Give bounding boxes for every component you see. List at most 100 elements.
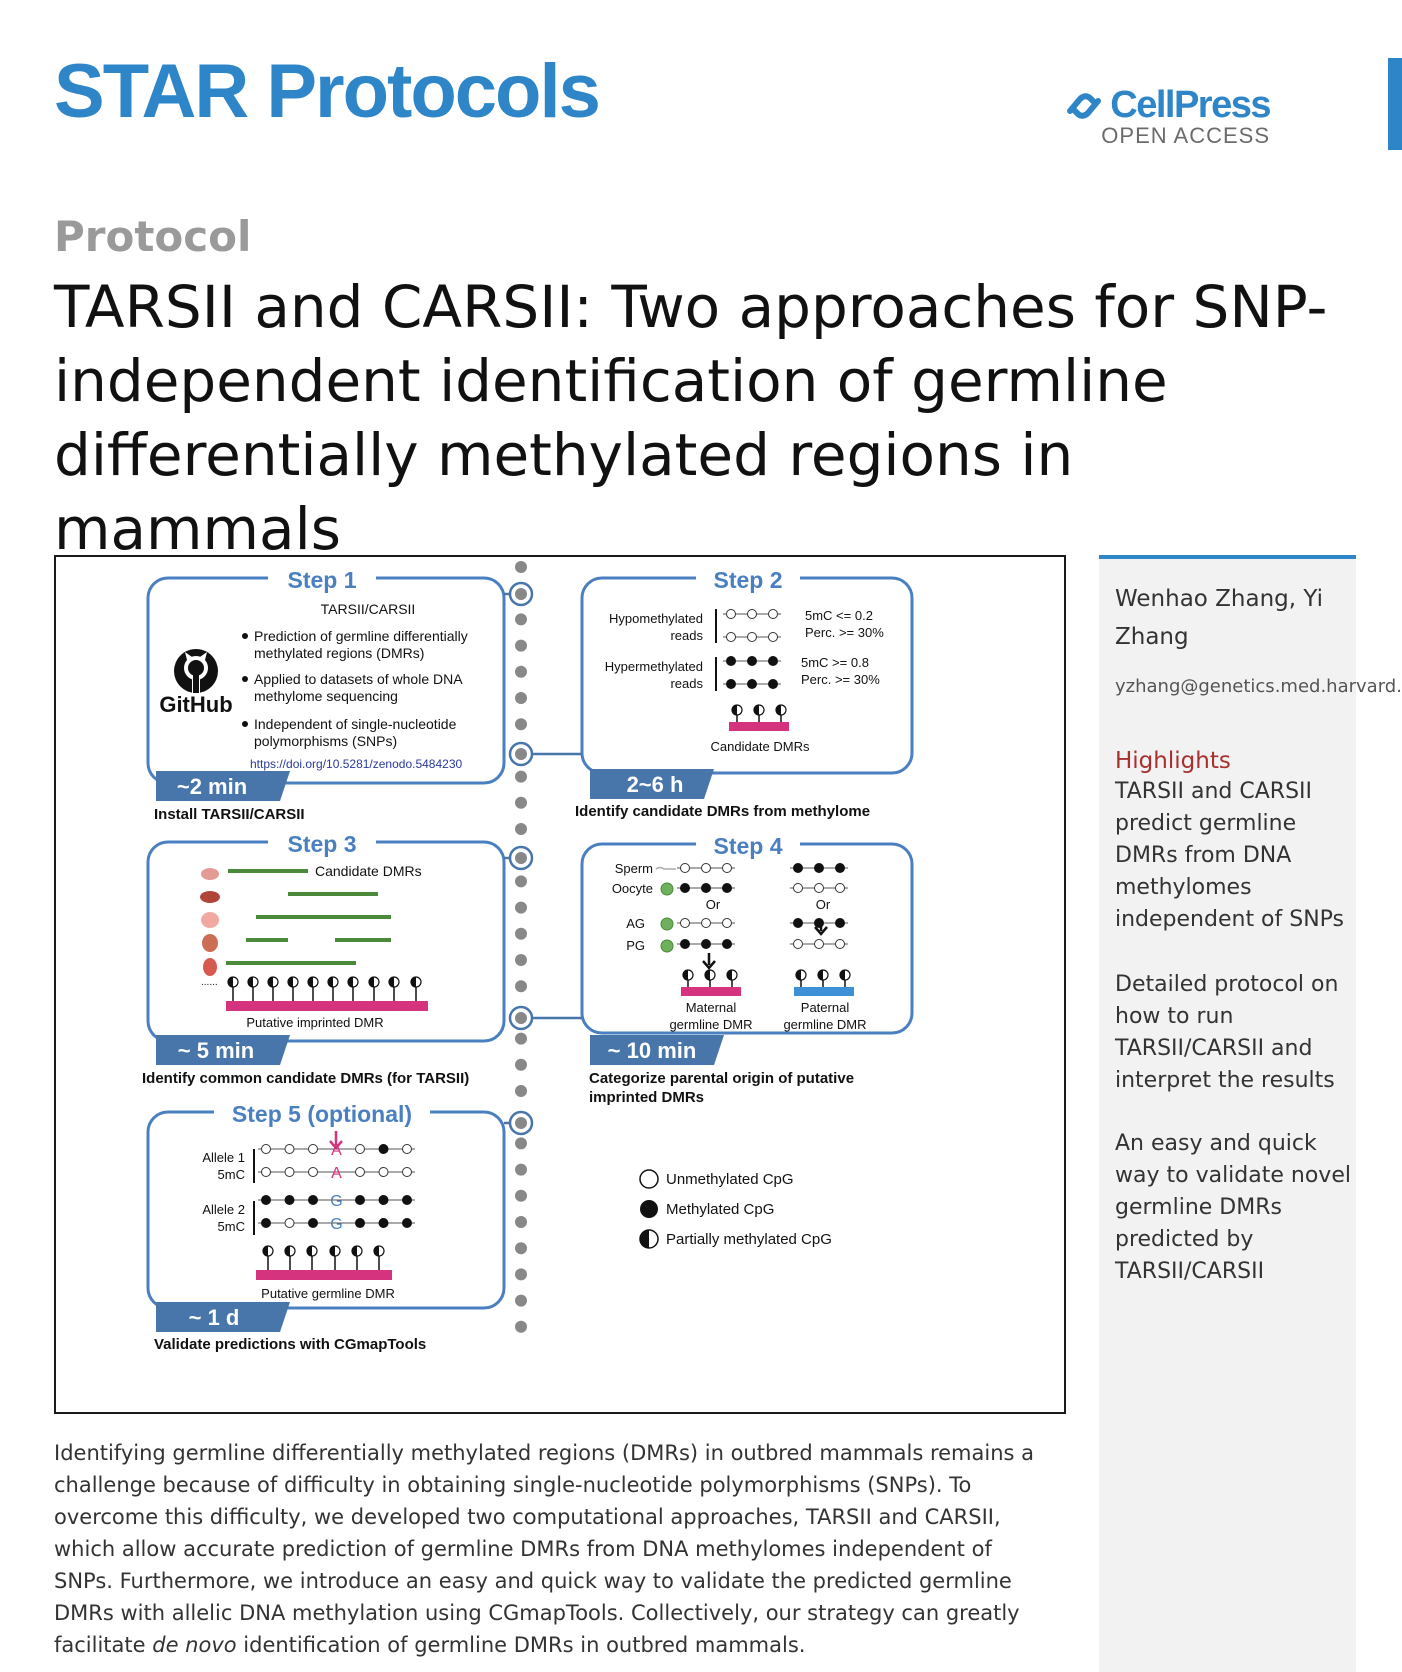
cpg-methylated	[814, 918, 824, 928]
timeline-dot	[515, 1032, 527, 1045]
step2-hypo-label1: Hypomethylated	[609, 611, 703, 626]
step4-time: ~ 10 min	[608, 1038, 697, 1063]
cpg-partial-half	[330, 1246, 335, 1256]
step4-or-left: Or	[706, 897, 721, 912]
timeline-dot	[515, 954, 527, 966]
step2-hypo-rule2: Perc. >= 30%	[805, 625, 884, 640]
cpg-partial-half	[228, 977, 233, 987]
cpg-unmethylated	[747, 609, 757, 619]
cpg-methylated	[701, 883, 711, 893]
timeline-dot	[515, 561, 527, 573]
cpg-unmethylated	[402, 1144, 412, 1154]
step1-bullet1-line1: Prediction of germline differentially	[254, 628, 468, 644]
highlight-3: An easy and quick way to validate novel …	[1115, 1131, 1351, 1284]
step3-dmr-label: Putative imprinted DMR	[246, 1015, 383, 1030]
step4-time-badge	[590, 1035, 724, 1065]
cpg-partial-half	[369, 977, 374, 987]
step3-time: ~ 5 min	[178, 1038, 254, 1063]
allele1-label2: 5mC	[218, 1167, 245, 1182]
cpg-unmethylated	[835, 883, 845, 893]
step5-cpg-sites	[262, 1245, 385, 1270]
step3-candidate-label: Candidate DMRs	[315, 863, 422, 879]
kidney-icon	[202, 934, 218, 952]
timeline-ring-center	[515, 588, 527, 600]
cpg-partial-half	[248, 977, 253, 987]
cpg-methylated	[722, 883, 732, 893]
timeline-dot	[515, 770, 527, 783]
cpg-methylated	[793, 863, 803, 873]
cpg-unmethylated	[814, 939, 824, 949]
step5-time: ~ 1 d	[189, 1305, 240, 1330]
cpg-partial-half	[288, 977, 293, 987]
step3-cpg-sites	[227, 976, 422, 1001]
timeline-dot	[515, 613, 527, 626]
snp-arrow	[329, 1131, 343, 1150]
step2-hypo-rule1: 5mC <= 0.2	[805, 608, 873, 623]
step2-hyper-rule2: Perc. >= 30%	[801, 672, 880, 687]
cpg-unmethylated	[722, 863, 732, 873]
cpg-partial-half	[308, 977, 313, 987]
step2-cpg-sites	[731, 704, 787, 722]
cpg-partial-half	[411, 977, 416, 987]
cpg-methylated	[680, 883, 690, 893]
step4-arrow-right	[814, 919, 828, 936]
cpg-unmethylated	[284, 1218, 295, 1228]
cpg-methylated	[378, 1144, 389, 1154]
timeline-dot	[515, 1216, 527, 1228]
cpg-methylated	[261, 1195, 271, 1205]
step3-dmr-bar	[226, 1001, 428, 1011]
timeline-dot	[515, 1294, 527, 1307]
cpg-methylated	[793, 918, 803, 928]
cpg-unmethylated	[793, 883, 803, 893]
cpg-unmethylated	[726, 609, 736, 619]
allele1-label1: Allele 1	[202, 1150, 245, 1165]
cpg-unmethylated	[261, 1167, 271, 1177]
cpg-partial-half	[840, 970, 845, 980]
step1-time-badge	[156, 771, 290, 801]
cpg-methylated	[722, 939, 732, 949]
timeline-dot	[515, 718, 527, 731]
article-type: Protocol	[54, 212, 252, 261]
paternal-label2: germline DMR	[783, 1017, 866, 1032]
step5-caption: Validate predictions with CGmapTools	[154, 1336, 426, 1353]
publisher-logo[interactable]: CellPress OPEN ACCESS	[1064, 84, 1271, 149]
candidate-dmr-lines	[226, 869, 391, 965]
step2-caption: Identify candidate DMRs from methylome	[575, 803, 870, 820]
timeline-dot	[515, 639, 527, 652]
paternal-label1: Paternal	[801, 1000, 850, 1015]
step1-bullet3-line1: Independent of single-nucleotide	[254, 716, 457, 732]
step4-cpg-sites	[682, 969, 851, 987]
step1-bullet1-line2: methylated regions (DMRs)	[254, 645, 424, 661]
step2-hypo-label2: reads	[670, 628, 703, 643]
corresponding-email[interactable]: yzhang@genetics.med.harvard.edu	[1115, 676, 1402, 697]
timeline-dot	[515, 1268, 527, 1281]
step4-sample-oocyte: Oocyte	[612, 881, 653, 896]
timeline-dot	[515, 823, 527, 835]
cpg-unmethylated	[768, 609, 778, 619]
cpg-methylated	[747, 656, 757, 666]
cpg-unmethylated	[355, 1144, 365, 1154]
timeline-ring-center	[515, 1117, 527, 1129]
cpg-methylated	[726, 679, 736, 689]
timeline-ring-center	[515, 1012, 527, 1024]
cpg-methylated	[402, 1218, 412, 1228]
cpg-unmethylated	[768, 632, 778, 642]
cpg-unmethylated	[680, 918, 690, 928]
timeline-dot	[515, 796, 527, 809]
cpg-methylated	[308, 1218, 318, 1228]
legend-partial: Partially methylated CpG	[666, 1231, 832, 1248]
cpg-partial-half	[705, 970, 710, 980]
cpg-partial-half	[683, 970, 688, 980]
timeline-dot	[515, 875, 527, 888]
cpg-unmethylated	[793, 939, 803, 949]
cellpress-icon	[1067, 92, 1102, 119]
cpg-methylated	[726, 656, 736, 666]
abstract-text-1: Identifying germline differentially meth…	[54, 1441, 1034, 1657]
step3-caption: Identify common candidate DMRs (for TARS…	[142, 1070, 469, 1087]
timeline	[504, 561, 582, 1333]
cpg-partial-half	[352, 1246, 357, 1256]
step1-bullet2-line2: methylome sequencing	[254, 688, 398, 704]
abstract-italic: de novo	[152, 1633, 237, 1657]
cpg-partial-half	[389, 977, 394, 987]
